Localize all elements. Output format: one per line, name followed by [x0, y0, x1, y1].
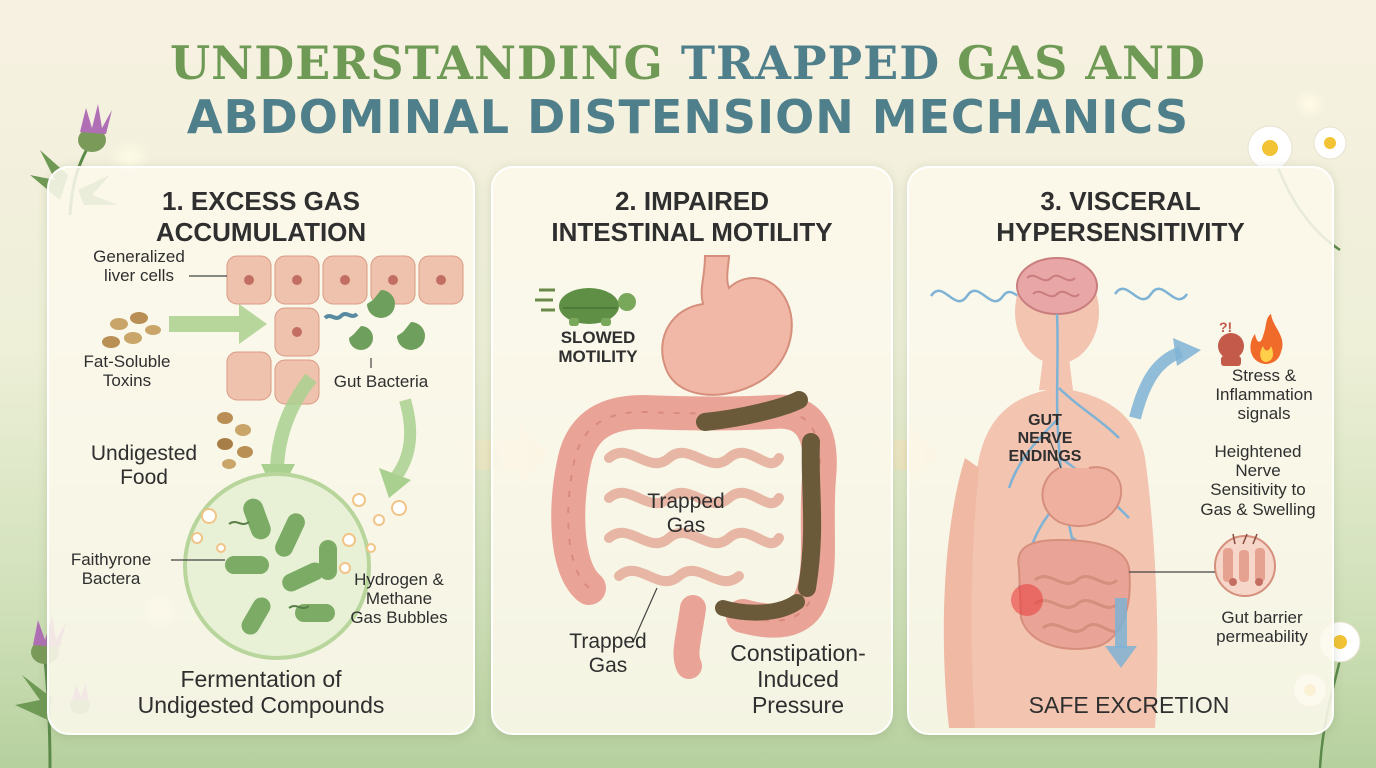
panel-1-illustration: [102, 255, 464, 660]
panel-2-title-line-1: 2. IMPAIRED: [614, 186, 770, 216]
small-intestine-icon: [604, 447, 784, 587]
signal-arrow-icon: [1129, 346, 1184, 420]
panel-2-title-line-2: INTESTINAL MOTILITY: [551, 217, 833, 247]
gas-bubbles-icon: [191, 493, 407, 574]
turtle-icon: [535, 288, 636, 326]
panel-2-illustration: [535, 255, 837, 679]
liver-cells-icon: [226, 255, 464, 405]
undigested-food-icon: [217, 412, 253, 469]
panel-visceral-hypersensitivity: 3. VISCERAL HYPERSENSITIVITY: [907, 166, 1334, 735]
page-title-line-1: UNDERSTANDING TRAPPED GAS AND: [0, 36, 1376, 90]
brain-wave-icon: [929, 289, 1035, 303]
title-word-gas-and: GAS AND: [957, 36, 1206, 90]
label-safe-excretion: SAFE EXCRETION: [1028, 692, 1230, 718]
label-gut-bacteria: Gut Bacteria: [333, 372, 429, 391]
panel-3-title-line-1: 3. VISCERAL: [1040, 186, 1201, 216]
panel-1-title-line-1: 1. EXCESS GAS: [162, 186, 360, 216]
panel-2-title: 2. IMPAIRED INTESTINAL MOTILITY: [493, 186, 891, 248]
flow-arrow-icon: [390, 398, 417, 482]
toxin-particles-icon: [102, 312, 161, 348]
stress-head-icon: ?!: [1218, 319, 1244, 366]
gut-bacteria-icon: [323, 290, 425, 350]
panel-3-illustration: ?!: [929, 257, 1283, 728]
flow-arrow-icon: [270, 373, 317, 469]
title-word-understanding: UNDERSTANDING: [170, 36, 664, 90]
sparkle-icon: [1294, 88, 1326, 120]
panel-excess-gas-accumulation: 1. EXCESS GAS ACCUMULATION: [47, 166, 475, 735]
svg-text:?!: ?!: [1219, 319, 1232, 335]
brain-icon: [1016, 257, 1098, 315]
gut-barrier-magnified-icon: [1214, 533, 1276, 597]
panel-3-title: 3. VISCERAL HYPERSENSITIVITY: [909, 186, 1332, 248]
page-title-line-2: ABDOMINAL DISTENSION MECHANICS: [186, 90, 1190, 144]
flame-icon: [1250, 314, 1283, 364]
panel-1-title-line-2: ACCUMULATION: [155, 217, 367, 247]
arrow-head-icon: [379, 468, 411, 498]
title-word-trapped: TRAPPED: [680, 36, 941, 90]
panel-3-title-line-2: HYPERSENSITIVITY: [996, 217, 1245, 247]
arrow-head-icon: [1105, 646, 1137, 668]
arrow-head-icon: [1173, 338, 1201, 366]
large-intestine-icon: [551, 391, 837, 679]
stomach-icon: [661, 255, 793, 396]
digestive-tract-icon: [1011, 466, 1131, 650]
brain-wave-icon: [1113, 287, 1189, 301]
toxin-arrow-icon: [169, 304, 267, 344]
panel-1-title: 1. EXCESS GAS ACCUMULATION: [49, 186, 473, 248]
fermentation-chamber-icon: [183, 472, 371, 660]
panel-impaired-intestinal-motility: 2. IMPAIRED INTESTINAL MOTILITY: [491, 166, 893, 735]
